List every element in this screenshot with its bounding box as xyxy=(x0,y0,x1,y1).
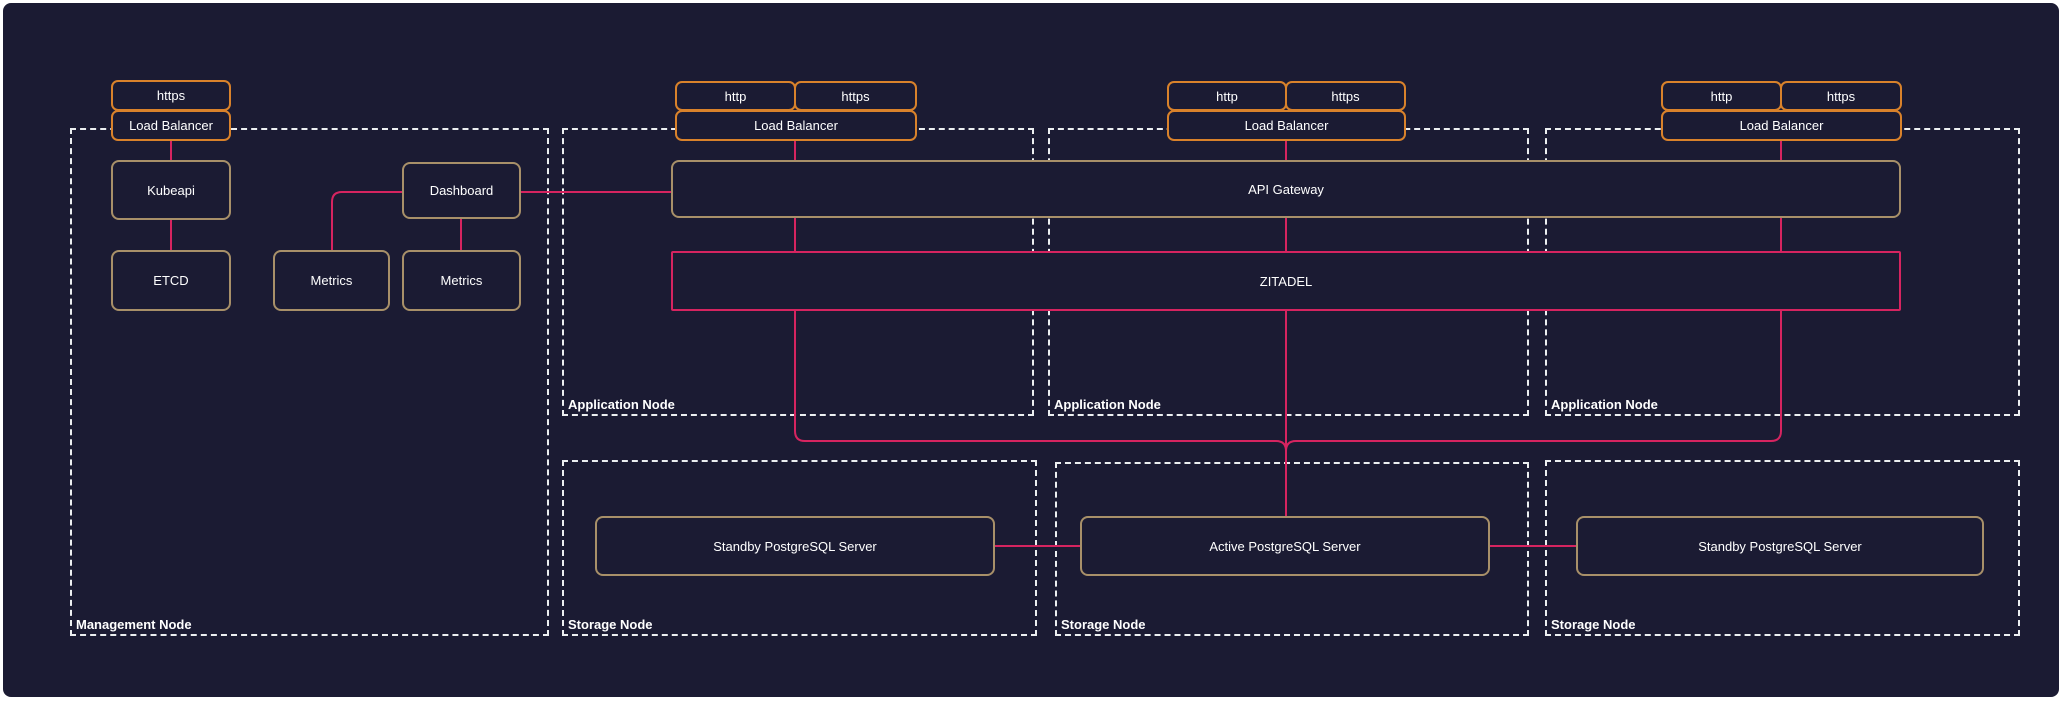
edge-zitadel-right-active-db xyxy=(1285,311,1782,452)
dashboard-box: Dashboard xyxy=(402,162,521,219)
standby-postgresql-right-label: Standby PostgreSQL Server xyxy=(1698,538,1862,554)
lb3-https-box: https xyxy=(1780,81,1902,111)
edge-dashboard-metrics-left xyxy=(331,191,402,250)
api-gateway-label: API Gateway xyxy=(1248,181,1324,197)
standby-postgresql-left-label: Standby PostgreSQL Server xyxy=(713,538,877,554)
group-storage-node-3: Storage Node xyxy=(1545,460,2020,636)
lb2-load-balancer-label: Load Balancer xyxy=(1244,118,1329,133)
mgmt-load-balancer-box: Load Balancer xyxy=(111,110,231,141)
diagram-canvas: Management Node Application Node Applica… xyxy=(3,3,2059,697)
group-label-application-1: Application Node xyxy=(568,397,675,412)
metrics-center-box: Metrics xyxy=(402,250,521,311)
metrics-left-label: Metrics xyxy=(310,273,353,288)
lb1-https-label: https xyxy=(841,88,870,104)
mgmt-load-balancer-label: Load Balancer xyxy=(129,118,213,133)
api-gateway-box: API Gateway xyxy=(671,160,1901,218)
lb2-https-label: https xyxy=(1331,88,1360,104)
lb1-http-label: http xyxy=(724,88,747,104)
group-label-storage-1: Storage Node xyxy=(568,617,653,632)
etcd-box: ETCD xyxy=(111,250,231,311)
mgmt-https-box: https xyxy=(111,80,231,111)
etcd-label: ETCD xyxy=(153,273,189,288)
group-label-management: Management Node xyxy=(76,617,192,632)
lb1-https-box: https xyxy=(794,81,917,111)
group-storage-node-1: Storage Node xyxy=(562,460,1037,636)
lb1-load-balancer-box: Load Balancer xyxy=(675,110,917,141)
zitadel-box: ZITADEL xyxy=(671,251,1901,311)
metrics-center-label: Metrics xyxy=(440,273,483,288)
mgmt-https-label: https xyxy=(156,88,186,103)
group-label-application-3: Application Node xyxy=(1551,397,1658,412)
kubeapi-label: Kubeapi xyxy=(147,182,195,198)
lb3-load-balancer-box: Load Balancer xyxy=(1661,110,1902,141)
group-label-storage-3: Storage Node xyxy=(1551,617,1636,632)
lb1-load-balancer-label: Load Balancer xyxy=(754,118,838,133)
standby-postgresql-left-box: Standby PostgreSQL Server xyxy=(595,516,995,576)
zitadel-label: ZITADEL xyxy=(1259,273,1313,289)
lb2-http-label: http xyxy=(1216,88,1238,104)
group-label-application-2: Application Node xyxy=(1054,397,1161,412)
group-storage-node-2: Storage Node xyxy=(1055,462,1529,636)
active-postgresql-label: Active PostgreSQL Server xyxy=(1209,538,1361,554)
group-label-storage-2: Storage Node xyxy=(1061,617,1146,632)
lb2-load-balancer-box: Load Balancer xyxy=(1167,110,1406,141)
lb1-http-box: http xyxy=(675,81,796,111)
kubeapi-box: Kubeapi xyxy=(111,160,231,220)
metrics-left-box: Metrics xyxy=(273,250,390,311)
lb3-http-box: http xyxy=(1661,81,1782,111)
standby-postgresql-right-box: Standby PostgreSQL Server xyxy=(1576,516,1984,576)
lb2-http-box: http xyxy=(1167,81,1287,111)
lb3-load-balancer-label: Load Balancer xyxy=(1739,118,1824,133)
edge-zitadel-left-active-db xyxy=(794,311,1287,452)
dashboard-label: Dashboard xyxy=(429,183,494,198)
group-management-node: Management Node xyxy=(70,128,549,636)
lb2-https-box: https xyxy=(1285,81,1406,111)
active-postgresql-box: Active PostgreSQL Server xyxy=(1080,516,1490,576)
edges-layer xyxy=(170,141,1782,547)
lb3-http-label: http xyxy=(1710,88,1733,104)
lb3-https-label: https xyxy=(1826,88,1856,104)
